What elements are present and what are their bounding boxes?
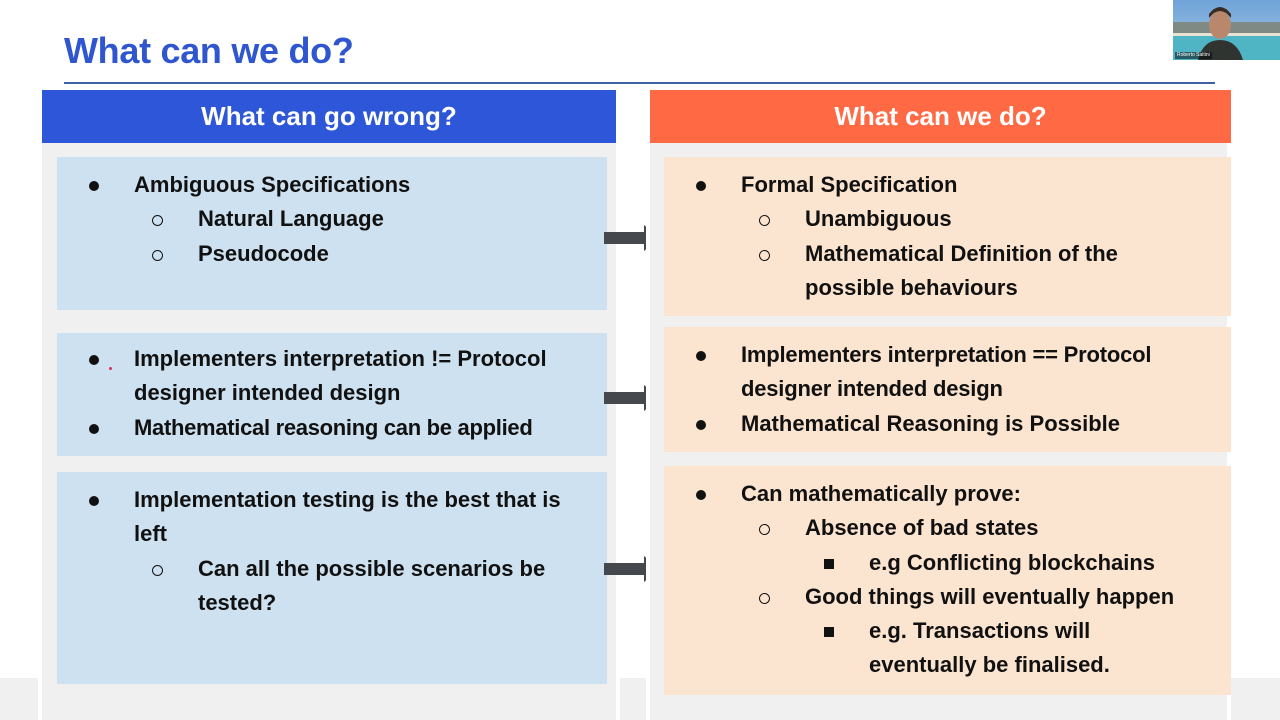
list-item-text: Pseudocode <box>198 240 329 266</box>
problem-box-testing: Implementation testing is the best that … <box>57 472 607 684</box>
list-item: e.g. Transactions will eventually be fin… <box>664 614 1231 683</box>
problems-header: What can go wrong? <box>42 90 616 143</box>
list-item: Implementers interpretation != Protocol … <box>57 342 599 411</box>
problems-column: What can go wrong? Ambiguous Specificati… <box>38 90 620 720</box>
list-item-text: Ambiguous Specifications <box>134 172 411 197</box>
slide-title: What can we do? <box>64 30 354 71</box>
list-item: Mathematical Definition of the possible … <box>664 237 1231 306</box>
list-item: Mathematical Reasoning is Possible <box>664 407 1231 441</box>
solutions-column: What can we do? Formal Specification Una… <box>646 90 1231 720</box>
list-item: Can all the possible scenarios be tested… <box>57 552 607 621</box>
list-item: Good things will eventually happen <box>664 580 1231 614</box>
list-item-text: Natural Language <box>198 206 384 232</box>
list-item-text: Implementation testing is the best that … <box>134 487 561 547</box>
problems-body: Ambiguous Specifications Natural Languag… <box>38 143 620 720</box>
solutions-body: Formal Specification Unambiguous Mathema… <box>646 143 1231 720</box>
list-item: Unambiguous <box>664 202 1231 236</box>
list-item-text: Mathematical Reasoning is Possible <box>741 410 1121 436</box>
webcam-thumbnail[interactable]: Roberto Saltini <box>1173 0 1280 60</box>
list-item-text: e.g Conflicting blockchains <box>869 549 1156 575</box>
solutions-header: What can we do? <box>650 90 1231 143</box>
list-item-text: Can all the possible scenarios be tested… <box>198 555 546 615</box>
list-item: Ambiguous Specifications <box>57 168 607 202</box>
list-item: e.g Conflicting blockchains <box>664 546 1231 580</box>
list-item-text: Good things will eventually happen <box>805 583 1175 609</box>
list-item: Implementers interpretation == Protocol … <box>664 338 1231 407</box>
list-item-text: Formal Specification <box>741 172 958 197</box>
list-item-text: e.g. Transactions will eventually be fin… <box>869 618 1110 678</box>
list-item: Mathematical reasoning can be applied <box>57 411 599 445</box>
title-divider <box>64 82 1215 84</box>
list-item: Natural Language <box>57 202 607 236</box>
list-item: Pseudocode <box>57 237 607 271</box>
list-item-text: Unambiguous <box>805 206 952 232</box>
list-item: Implementation testing is the best that … <box>57 483 607 552</box>
list-item-text: Implementers interpretation != Protocol … <box>134 346 547 406</box>
list-item: Absence of bad states <box>664 511 1231 545</box>
problem-box-ambiguous-specs: Ambiguous Specifications Natural Languag… <box>57 157 607 310</box>
laser-pointer <box>109 367 112 370</box>
solution-box-interpretation: Implementers interpretation == Protocol … <box>664 327 1231 452</box>
participant-name: Roberto Saltini <box>1175 52 1212 59</box>
solution-box-proofs: Can mathematically prove: Absence of bad… <box>664 466 1231 695</box>
list-item: Formal Specification <box>664 168 1231 202</box>
problem-box-interpretation: Implementers interpretation != Protocol … <box>57 333 607 456</box>
list-item-text: Implementers interpretation == Protocol … <box>741 342 1152 402</box>
list-item: Can mathematically prove: <box>664 477 1231 511</box>
list-item-text: Mathematical reasoning can be applied <box>134 414 533 440</box>
list-item-text: Absence of bad states <box>805 515 1039 541</box>
list-item-text: Mathematical Definition of the possible … <box>805 240 1118 300</box>
solution-box-formal-spec: Formal Specification Unambiguous Mathema… <box>664 157 1231 316</box>
webcam-video-icon <box>1173 0 1280 60</box>
list-item-text: Can mathematically prove: <box>741 481 1021 506</box>
